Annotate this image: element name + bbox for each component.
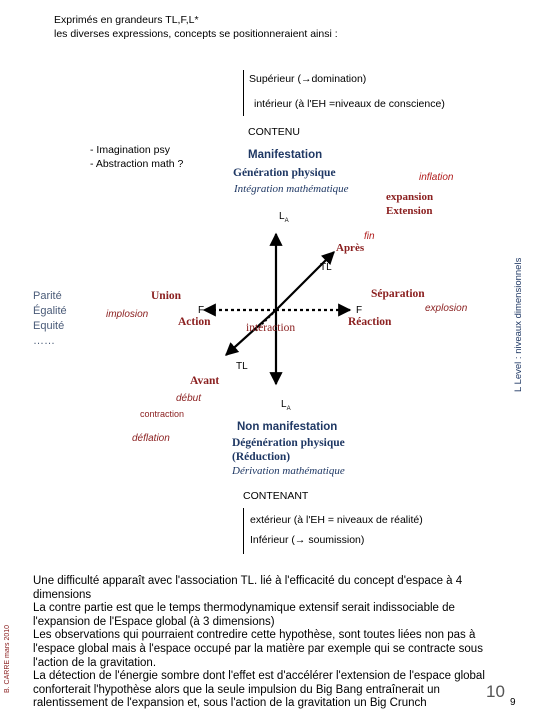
contraction-label: contraction: [140, 409, 185, 419]
imagination-note: - Imagination psy: [90, 144, 170, 156]
axis-interaction: [253, 309, 277, 333]
paragraph-line-1: Une difficulté apparaît avec l'associati…: [33, 575, 463, 601]
extension-label: Extension: [386, 205, 433, 217]
slide-number: 10: [486, 682, 505, 701]
right-vertical-level-label: L Level : niveaux dimensionnels: [513, 257, 524, 392]
header-line-1: Exprimés en grandeurs TL,F,L*: [54, 14, 199, 26]
avant-label: Avant: [190, 375, 220, 387]
axis-diag-tl-top: [275, 251, 335, 311]
reduction-label: (Réduction): [232, 451, 291, 463]
non-manifestation-title: Non manifestation: [237, 421, 338, 433]
fin-label: fin: [364, 231, 375, 242]
tl-top-label: TL: [320, 262, 332, 273]
interieur-label: intérieur (à l'EH =niveaux de conscience…: [254, 98, 445, 110]
contenant-label: CONTENANT: [243, 490, 309, 502]
body-paragraph: Une difficulté apparaît avec l'associati…: [33, 575, 513, 711]
axis-diag-tl-bottom: [225, 309, 277, 356]
header-line-2: les diverses expressions, concepts se po…: [54, 28, 338, 40]
apres-label: Après: [336, 242, 365, 254]
manifestation-title: Manifestation: [248, 149, 323, 161]
paragraph-line-3: Les observations qui pourraient contredi…: [33, 629, 483, 669]
generation-physique: Génération physique: [233, 167, 336, 179]
exterieur-label: extérieur (à l'EH = niveaux de réalité): [250, 514, 423, 526]
integration-mathematique: Intégration mathématique: [234, 183, 349, 195]
debut-label: début: [176, 393, 202, 404]
explosion-label: explosion: [425, 303, 468, 314]
f-left-label: F: [198, 305, 205, 316]
la-top-label: LA: [279, 211, 289, 224]
top-bracket-line: [243, 70, 244, 116]
paragraph-line-2: La contre partie est que le temps thermo…: [33, 602, 455, 628]
inflation-label: inflation: [419, 172, 454, 183]
egalite-label: Égalité: [33, 305, 67, 317]
page-number: 9: [510, 697, 516, 708]
paragraph-line-4: La détection de l'énergie sombre dont l'…: [33, 670, 485, 710]
derivation-mathematique: Dérivation mathématique: [232, 465, 345, 477]
la-bottom-label: LA: [281, 399, 291, 412]
abstraction-note: - Abstraction math ?: [90, 158, 184, 170]
interaction-label: interaction: [246, 322, 296, 334]
dots-label: ……: [33, 335, 55, 347]
inferieur-label: Inférieur (→ soumission): [250, 534, 365, 546]
expansion-label: expansion: [386, 191, 434, 203]
reaction-label: Réaction: [348, 316, 392, 328]
deflation-label: déflation: [132, 433, 170, 444]
tl-bottom-label: TL: [236, 361, 248, 372]
contenu-label: CONTENU: [248, 126, 300, 138]
parite-label: Parité: [33, 290, 62, 302]
degeneration-physique: Dégénération physique: [232, 437, 345, 449]
superieur-label: Supérieur (→domination): [249, 73, 367, 85]
left-vertical-author-label: B. CARRE mars 2010: [4, 624, 11, 693]
bottom-bracket-line: [243, 508, 244, 554]
implosion-label: implosion: [106, 309, 149, 320]
action-label: Action: [178, 316, 211, 328]
equite-label: Equité: [33, 320, 65, 332]
union-label: Union: [151, 290, 182, 302]
f-right-label: F: [356, 305, 363, 316]
separation-label: Séparation: [371, 288, 425, 300]
